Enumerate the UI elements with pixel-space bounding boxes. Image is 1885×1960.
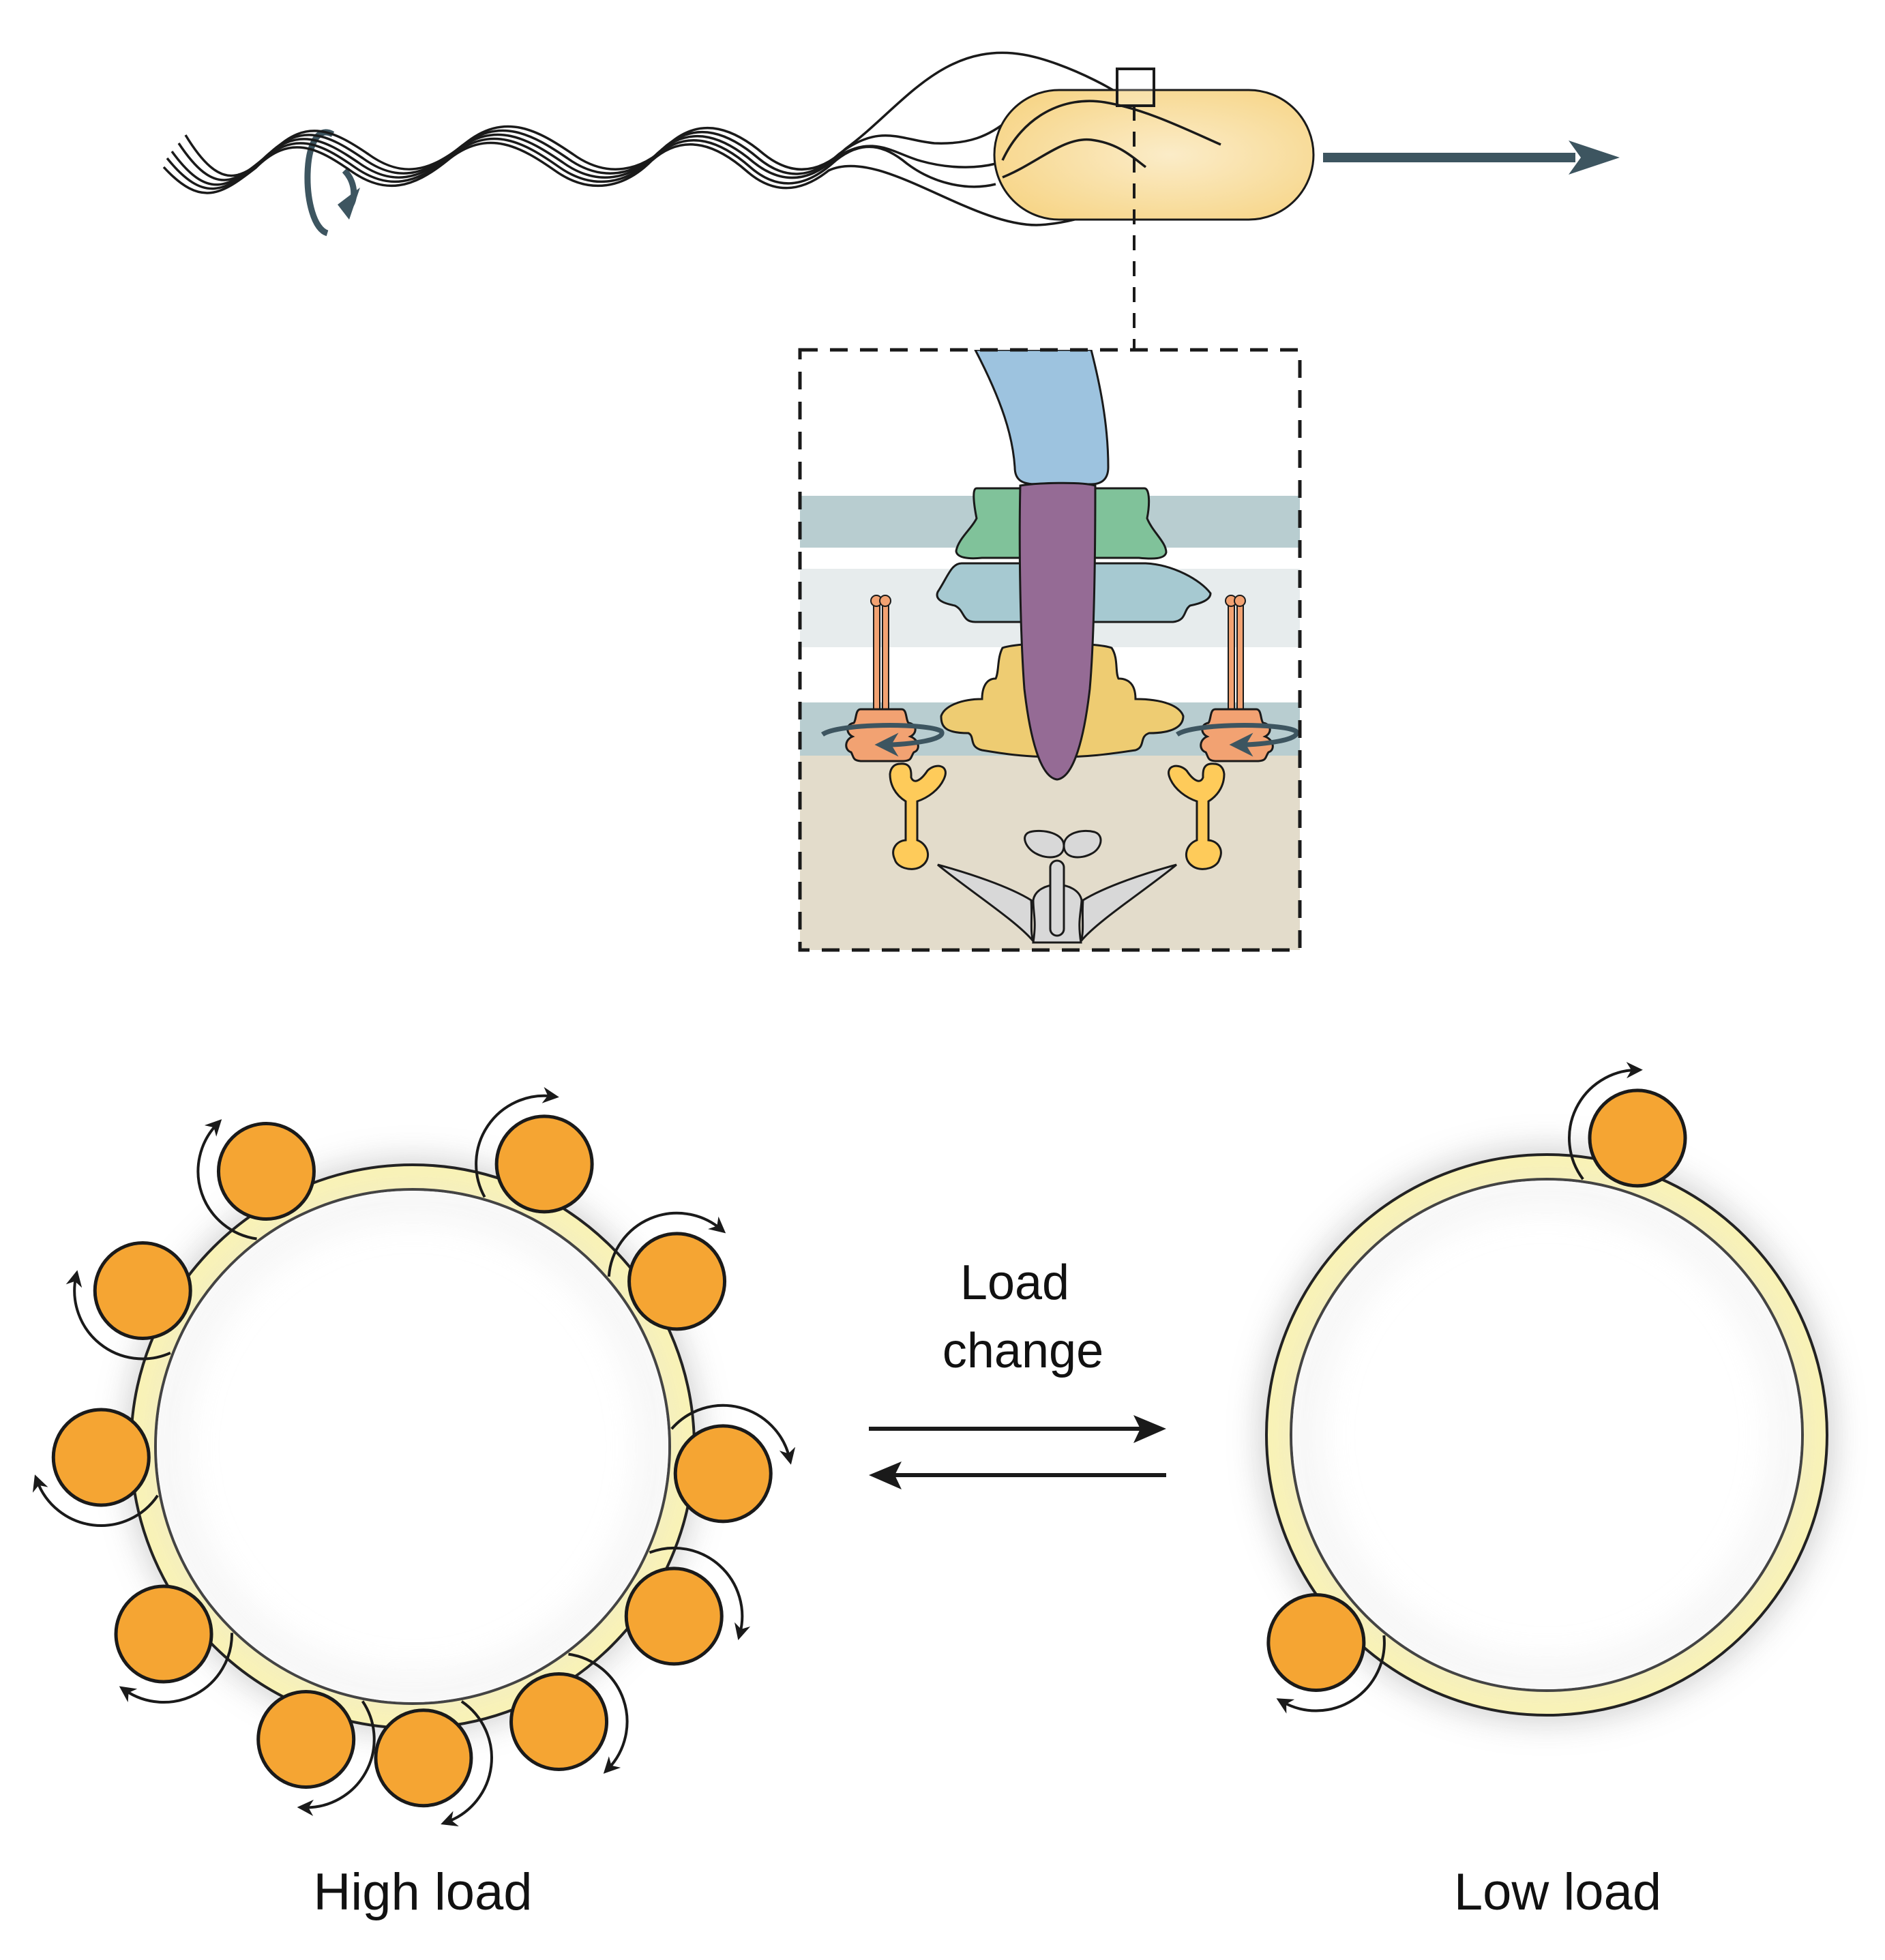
stator-rotation-arrow-icon bbox=[670, 1404, 796, 1465]
stator-rotation-arrow-icon bbox=[1568, 1062, 1643, 1181]
stator-unit bbox=[256, 1689, 376, 1816]
stator-linker-left bbox=[889, 762, 947, 870]
stator-unit bbox=[196, 1119, 316, 1241]
stator-unit bbox=[607, 1211, 727, 1331]
stator-rotation-arrow-icon bbox=[649, 1546, 751, 1641]
high-load-label: High load bbox=[313, 1863, 532, 1921]
stator-circle bbox=[1588, 1088, 1687, 1188]
stator-circle bbox=[1266, 1592, 1366, 1692]
high-load-stators bbox=[32, 1086, 796, 1827]
bundle-rotation-arrow-icon bbox=[304, 129, 360, 237]
stator-circle bbox=[374, 1708, 473, 1808]
equilibrium-arrows-icon bbox=[869, 1415, 1166, 1489]
stator-circle bbox=[51, 1408, 151, 1507]
stator-circle bbox=[256, 1689, 356, 1789]
stator-rotation-arrow-icon bbox=[119, 1633, 234, 1704]
bacterium-panel bbox=[162, 51, 1620, 350]
stator-circle bbox=[494, 1114, 594, 1214]
internal-flagella bbox=[1001, 100, 1221, 179]
stator-rotation-arrow-icon bbox=[65, 1270, 171, 1361]
inset-border bbox=[798, 348, 1302, 952]
stator-unit bbox=[374, 1700, 493, 1827]
stator-unit bbox=[1266, 1592, 1386, 1714]
stator-circle bbox=[114, 1584, 213, 1684]
stator-unit bbox=[624, 1546, 751, 1666]
c-ring bbox=[937, 829, 1177, 944]
stator-rotation-arrow-icon bbox=[475, 1086, 559, 1198]
stator-unit bbox=[1568, 1062, 1687, 1188]
stator-circle bbox=[509, 1672, 609, 1772]
load-change-label-line1: Load bbox=[960, 1256, 1069, 1310]
high-load-motor bbox=[32, 1086, 796, 1827]
flagellar-hook bbox=[974, 350, 1110, 486]
stator-rotation-arrow-icon bbox=[1276, 1635, 1386, 1714]
stator-circle bbox=[673, 1424, 773, 1524]
flagellar-rod bbox=[1018, 481, 1097, 781]
stator-rotation-arrow-icon bbox=[32, 1474, 159, 1527]
stator-unit bbox=[32, 1408, 159, 1527]
flagellar-bundle bbox=[162, 51, 1147, 226]
stator-unit bbox=[65, 1241, 192, 1361]
stator-rotation-arrow-icon bbox=[607, 1211, 726, 1277]
stator-circle bbox=[93, 1241, 192, 1340]
stator-unit bbox=[509, 1652, 629, 1774]
stator-unit bbox=[475, 1086, 594, 1214]
stator-rotation-arrow-right-icon bbox=[1175, 723, 1299, 757]
motor-inset-panel bbox=[798, 348, 1302, 952]
low-load-label: Low load bbox=[1454, 1863, 1661, 1921]
stator-rotation-arrow-icon bbox=[196, 1119, 257, 1241]
load-change-label-line2: change bbox=[942, 1324, 1103, 1378]
low-load-motor bbox=[1265, 1062, 1828, 1717]
cell-body bbox=[993, 89, 1315, 221]
stator-unit bbox=[114, 1584, 234, 1704]
stator-rotation-arrow-icon bbox=[441, 1700, 493, 1827]
low-load-stators bbox=[1266, 1062, 1687, 1714]
zoom-region-box bbox=[1116, 68, 1155, 107]
stator-rotation-arrow-icon bbox=[297, 1700, 376, 1816]
motion-direction-arrow-icon bbox=[1323, 140, 1620, 175]
stator-circle bbox=[624, 1566, 724, 1666]
stator-linker-right bbox=[1168, 762, 1226, 870]
stator-rotation-arrow-left-icon bbox=[820, 723, 945, 757]
stator-circle bbox=[216, 1121, 316, 1221]
stator-rotation-arrow-icon bbox=[568, 1652, 629, 1774]
stator-circle bbox=[627, 1232, 727, 1331]
stator-unit bbox=[670, 1404, 796, 1524]
load-change-panel: Load change High load Low load bbox=[32, 1062, 1828, 1921]
